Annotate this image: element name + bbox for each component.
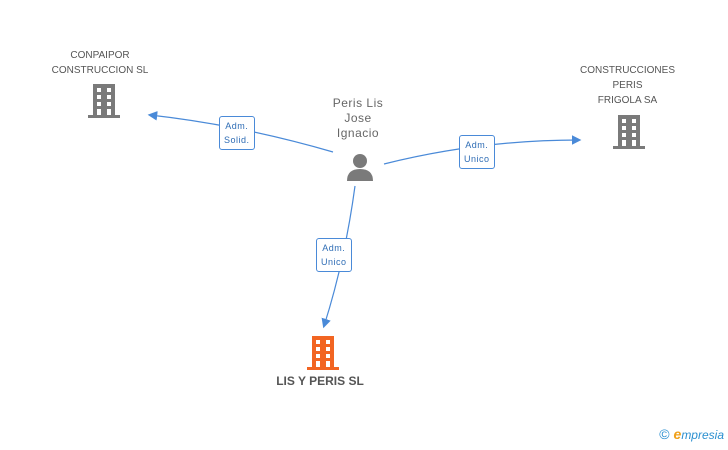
- person-name-line-2: Jose: [344, 111, 372, 125]
- role-badge-to-left[interactable]: Adm. Solid.: [219, 116, 255, 150]
- right-company-name-line-1: CONSTRUCCIONES: [579, 65, 675, 76]
- person-name-line-3: Ignacio: [336, 126, 380, 140]
- person-icon[interactable]: [345, 152, 375, 182]
- left-company-name-line-1: CONPAIPOR: [70, 50, 130, 61]
- role-badge-to-right[interactable]: Adm. Unico: [459, 135, 495, 169]
- empresia-logo: empresia: [674, 426, 724, 442]
- person-label[interactable]: Peris Lis Jose Ignacio: [313, 96, 403, 141]
- logo-name: mpresia: [681, 428, 724, 442]
- badge-line-2: Unico: [321, 257, 347, 267]
- building-icon[interactable]: [88, 84, 120, 118]
- badge-line-2: Unico: [464, 154, 490, 164]
- badge-line-1: Adm.: [322, 243, 346, 253]
- building-icon[interactable]: [613, 115, 645, 149]
- role-badge-to-main[interactable]: Adm. Unico: [316, 238, 352, 272]
- right-company-name-line-2: PERIS: [612, 80, 643, 91]
- person-name-line-1: Peris Lis: [332, 96, 384, 110]
- left-company-name-line-2: CONSTRUCCION SL: [51, 65, 149, 76]
- badge-line-2: Solid.: [224, 135, 250, 145]
- building-icon-highlighted[interactable]: [307, 336, 339, 370]
- right-company-label[interactable]: CONSTRUCCIONES PERIS FRIGOLA SA: [565, 63, 690, 108]
- right-company-name-line-3: FRIGOLA SA: [597, 95, 658, 106]
- badge-line-1: Adm.: [465, 140, 489, 150]
- copyright-symbol: ©: [659, 426, 670, 442]
- logo-initial: e: [673, 426, 682, 442]
- main-company-label[interactable]: LIS Y PERIS SL: [276, 374, 364, 388]
- empresia-brand[interactable]: © empresia: [659, 426, 724, 442]
- badge-line-1: Adm.: [225, 121, 249, 131]
- left-company-label[interactable]: CONPAIPOR CONSTRUCCION SL: [40, 48, 160, 78]
